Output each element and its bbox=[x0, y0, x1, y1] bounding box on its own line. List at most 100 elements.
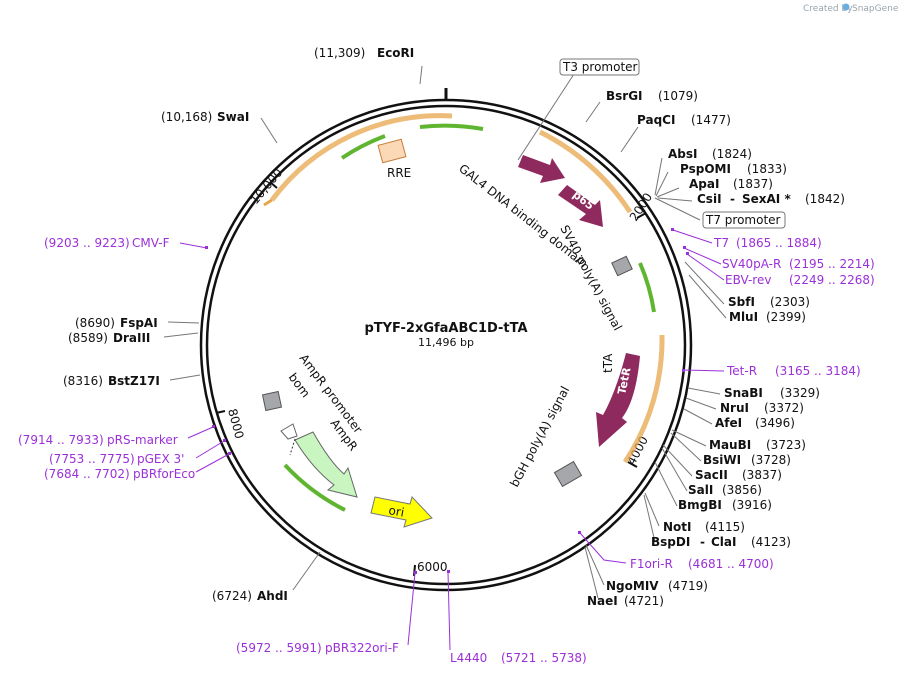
arc-end-cap bbox=[263, 198, 273, 207]
enz-clai-name: ClaI bbox=[711, 535, 736, 549]
snapgene-logo-icon bbox=[842, 3, 850, 11]
enz-paqci-coord: (1477) bbox=[691, 113, 731, 127]
enz-csii-name: CsiI bbox=[697, 192, 722, 206]
enz-ecori-coord: (11,309) bbox=[314, 46, 365, 60]
enz-ahdi-coord: (6724) bbox=[212, 589, 252, 603]
t3-promoter-label: T3 promoter bbox=[562, 60, 638, 74]
enz-ngomiv-coord: (4719) bbox=[668, 579, 708, 593]
tick-6000-mark bbox=[413, 564, 416, 577]
enz-fspai-coord: (8690) bbox=[75, 316, 115, 330]
enz-ecori-name: EcoRI bbox=[377, 46, 414, 60]
primer-t7-name: T7 bbox=[713, 236, 729, 250]
enz-fspai-name: FspAI bbox=[120, 316, 158, 330]
enz-bstz17i-name: BstZ17I bbox=[108, 374, 160, 388]
enz-sacii-coord: (3837) bbox=[742, 468, 782, 482]
enz-pspomi-coord: (1833) bbox=[747, 162, 787, 176]
enz-ngomiv-name: NgoMIV bbox=[606, 579, 659, 593]
green-arc-ampr bbox=[283, 463, 346, 512]
enzyme-leaders bbox=[163, 65, 727, 599]
enz-draiii-name: DraIII bbox=[113, 331, 150, 345]
primer-l4440-range: (5721 .. 5738) bbox=[501, 651, 587, 665]
primer-pgex3-range: (7753 .. 7775) bbox=[49, 452, 135, 466]
enz-snabi-name: SnaBI bbox=[724, 386, 763, 400]
green-arc-ltr bbox=[419, 123, 484, 131]
enz-dash-sep-2: - bbox=[700, 535, 705, 549]
primer-pbrforeco-range: (7684 .. 7702) bbox=[44, 467, 130, 481]
enz-afei-name: AfeI bbox=[715, 416, 742, 430]
plasmid-name: pTYF-2xGfaABC1D-tTA bbox=[364, 321, 527, 336]
lentiviral-arc-left bbox=[269, 113, 453, 202]
t3-promoter-leader bbox=[517, 73, 575, 161]
sv40-box bbox=[611, 255, 633, 277]
enz-mlui-coord: (2399) bbox=[766, 310, 806, 324]
primer-ebvrev-name: EBV-rev bbox=[725, 273, 771, 287]
p65-arrow bbox=[558, 185, 603, 227]
t7-promoter-label: T7 promoter bbox=[705, 213, 781, 227]
primer-pbr322orif-name: pBR322ori-F bbox=[325, 641, 399, 655]
tick-8000-mark bbox=[215, 410, 226, 414]
sv40-label: SV40 poly(A) signal bbox=[557, 223, 624, 333]
primer-t7-range: (1865 .. 1884) bbox=[736, 236, 822, 250]
green-arc-rre bbox=[340, 134, 386, 160]
enz-sali-name: SalI bbox=[688, 483, 713, 497]
tick-10000-mark bbox=[269, 181, 278, 189]
bom-box bbox=[261, 390, 283, 412]
tick-8000: 8000 bbox=[225, 407, 246, 440]
enz-paqci-name: PaqCI bbox=[637, 113, 675, 127]
green-arc-sv40 bbox=[638, 262, 656, 313]
enz-nrui-name: NruI bbox=[720, 401, 749, 415]
primer-tetr-name: Tet-R bbox=[726, 364, 757, 378]
gal4-arrow bbox=[518, 155, 565, 183]
primer-cmvf-range: (9203 .. 9223) bbox=[44, 236, 130, 250]
enz-absi-coord: (1824) bbox=[712, 147, 752, 161]
primer-l4440-name: L4440 bbox=[450, 651, 487, 665]
tick-4000-mark bbox=[627, 461, 638, 468]
rre-box bbox=[377, 138, 407, 164]
tta-label: tTA bbox=[601, 353, 615, 373]
enz-apai-name: ApaI bbox=[689, 177, 719, 191]
tick-2000-mark bbox=[636, 212, 647, 219]
enz-bspdi-coord: (4123) bbox=[751, 535, 791, 549]
t7-promoter-box bbox=[702, 211, 786, 229]
ori-arrow bbox=[370, 496, 433, 528]
enz-sali-coord: (3856) bbox=[722, 483, 762, 497]
enz-csii-coord: (1842) bbox=[805, 192, 845, 206]
enz-sbfi-coord: (2303) bbox=[770, 295, 810, 309]
enz-nrui-coord: (3372) bbox=[764, 401, 804, 415]
enz-sexai-name: SexAI * bbox=[742, 192, 791, 206]
rre-label: RRE bbox=[387, 166, 411, 180]
backbone-inner-circle bbox=[205, 104, 687, 586]
enz-noti-coord: (4115) bbox=[705, 520, 745, 534]
enz-snabi-coord: (3329) bbox=[780, 386, 820, 400]
gal4-label: GAL4 DNA binding domain bbox=[456, 161, 590, 270]
primer-leaders bbox=[179, 229, 725, 651]
tetr-arrow bbox=[596, 353, 640, 447]
primer-sv40par-range: (2195 .. 2214) bbox=[789, 257, 875, 271]
enz-absi-name: AbsI bbox=[668, 147, 697, 161]
tta-cassette-arc bbox=[622, 334, 665, 464]
enz-ahdi-name: AhdI bbox=[257, 589, 288, 603]
enz-bsiwi-name: BsiWI bbox=[703, 453, 741, 467]
enz-sacii-name: SacII bbox=[695, 468, 728, 482]
enz-bspdi-name: BspDI bbox=[651, 535, 690, 549]
enz-afei-coord: (3496) bbox=[755, 416, 795, 430]
enz-noti-name: NotI bbox=[663, 520, 692, 534]
enz-swai-coord: (10,168) bbox=[161, 110, 212, 124]
enz-bsrgi-coord: (1079) bbox=[658, 89, 698, 103]
ampr-promoter-box bbox=[280, 423, 298, 440]
primer-cmvf-name: CMV-F bbox=[132, 236, 170, 250]
ampr-arrow bbox=[294, 431, 358, 498]
tick-6000: 6000 bbox=[417, 560, 448, 574]
bgh-box bbox=[553, 460, 583, 488]
plasmid-size: 11,496 bp bbox=[418, 336, 474, 349]
primer-ebvrev-range: (2249 .. 2268) bbox=[789, 273, 875, 287]
primer-pbrforeco-name: pBRforEco bbox=[133, 467, 195, 481]
primer-f1orir-name: F1ori-R bbox=[630, 557, 673, 571]
enz-apai-coord: (1837) bbox=[733, 177, 773, 191]
enz-dash-sep: - bbox=[730, 192, 735, 206]
tick-10000: 10,000 bbox=[248, 166, 286, 207]
primer-f1orir-range: (4681 .. 4700) bbox=[688, 557, 774, 571]
t3-promoter-box bbox=[559, 58, 640, 76]
primer-tetr-range: (3165 .. 3184) bbox=[775, 364, 861, 378]
